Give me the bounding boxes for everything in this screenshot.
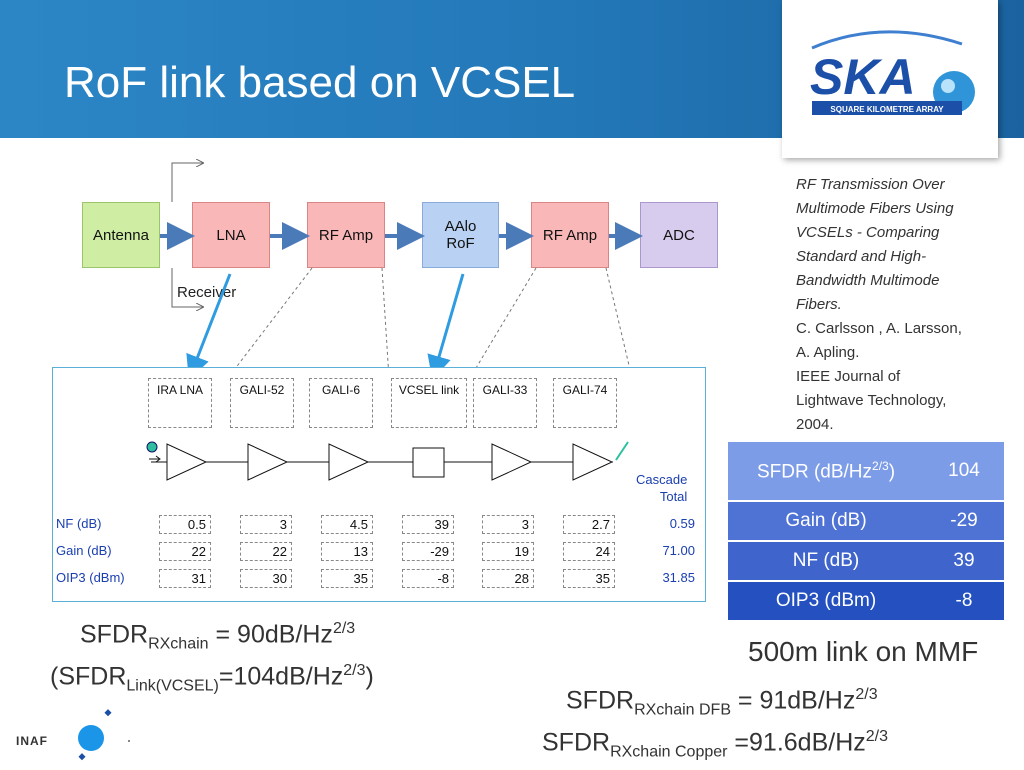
cell-gain: -29 [402, 542, 454, 561]
reference-citation: RF Transmission Over Multimode Fibers Us… [796, 176, 962, 433]
block-lna: LNA [192, 202, 270, 268]
cell-nf: 39 [402, 515, 454, 534]
cell-gain: 22 [240, 542, 292, 561]
component-gali-33: GALI-33 [473, 378, 537, 428]
summary-row-gain: Gain (dB) -29 [728, 500, 1004, 541]
row-label-nf: NF (dB) [56, 516, 102, 531]
slide-title: RoF link based on VCSEL [64, 58, 576, 107]
cascade-total-header: Cascade Total [636, 472, 688, 504]
cascade-schematic [146, 441, 629, 481]
block-antenna: Antenna [82, 202, 160, 268]
summary-value-oip3: -8 [924, 580, 1004, 620]
cell-oip3: -8 [402, 569, 454, 588]
link-note: 500m link on MMF [748, 636, 979, 667]
ska-logo-card: SKA SQUARE KILOMETRE ARRAY [782, 0, 998, 158]
ska-logo: SKA SQUARE KILOMETRE ARRAY [810, 30, 975, 115]
total-gain: 71.00 [662, 543, 695, 558]
cell-nf: 4.5 [321, 515, 373, 534]
cell-nf: 3 [240, 515, 292, 534]
summary-value-gain: -29 [924, 500, 1004, 541]
summary-label-oip3: OIP3 (dBm) [728, 580, 924, 620]
summary-table: SFDR (dB/Hz2/3) 104 Gain (dB) -29 NF (dB… [728, 440, 1004, 620]
cell-oip3: 31 [159, 569, 211, 588]
formula-sfdr-rxchain-dfb: SFDRRXchain DFB = 91dB/Hz2/3 [566, 686, 878, 719]
inaf-logo-icon [78, 709, 130, 761]
cell-nf: 3 [482, 515, 534, 534]
summary-label-gain: Gain (dB) [728, 500, 924, 541]
cell-nf: 2.7 [563, 515, 615, 534]
summary-value-nf: 39 [924, 540, 1004, 581]
cell-oip3: 28 [482, 569, 534, 588]
component-ira-lna: IRA LNA [148, 378, 212, 428]
component-gali-52: GALI-52 [230, 378, 294, 428]
formula-sfdr-rxchain: SFDRRXchain = 90dB/Hz2/3 [80, 620, 356, 653]
cell-oip3: 30 [240, 569, 292, 588]
ska-logo-text: SKA [810, 49, 916, 105]
block-adc: ADC [640, 202, 718, 268]
formula-sfdr-link-vcsel: (SFDRLink(VCSEL)=104dB/Hz2/3) [50, 662, 374, 695]
total-oip3: 31.85 [662, 570, 695, 585]
cell-gain: 24 [563, 542, 615, 561]
component-gali-74: GALI-74 [553, 378, 617, 428]
cell-nf: 0.5 [159, 515, 211, 534]
block-rf-amp-1: RF Amp [307, 202, 385, 268]
cell-oip3: 35 [321, 569, 373, 588]
component-vcsel-link: VCSEL link [391, 378, 467, 428]
row-label-oip3: OIP3 (dBm) [56, 570, 125, 585]
formula-sfdr-rxchain-copper: SFDRRXchain Copper =91.6dB/Hz2/3 [542, 728, 888, 761]
cell-gain: 22 [159, 542, 211, 561]
summary-label-nf: NF (dB) [728, 540, 924, 581]
summary-label-sfdr: SFDR (dB/Hz2/3) [728, 440, 924, 501]
source-icon [146, 441, 158, 453]
row-label-gain: Gain (dB) [56, 543, 112, 558]
inaf-logo-text: INAF [16, 734, 48, 748]
cell-oip3: 35 [563, 569, 615, 588]
summary-row-nf: NF (dB) 39 [728, 540, 1004, 581]
cell-gain: 19 [482, 542, 534, 561]
cell-gain: 13 [321, 542, 373, 561]
summary-value-sfdr: 104 [924, 440, 1004, 501]
receiver-label: Receiver [177, 284, 237, 301]
ska-logo-subtitle: SQUARE KILOMETRE ARRAY [830, 105, 944, 114]
summary-row-sfdr: SFDR (dB/Hz2/3) 104 [728, 440, 1004, 501]
block-rf-amp-2: RF Amp [531, 202, 609, 268]
total-nf: 0.59 [669, 516, 695, 531]
block-aalo-rof: AAlo RoF [422, 202, 499, 268]
probe-icon [615, 441, 629, 461]
component-gali-6: GALI-6 [309, 378, 373, 428]
summary-row-oip3: OIP3 (dBm) -8 [728, 580, 1004, 620]
cascade-panel: IRA LNA GALI-52 GALI-6 VCSEL link GALI-3… [52, 367, 706, 602]
